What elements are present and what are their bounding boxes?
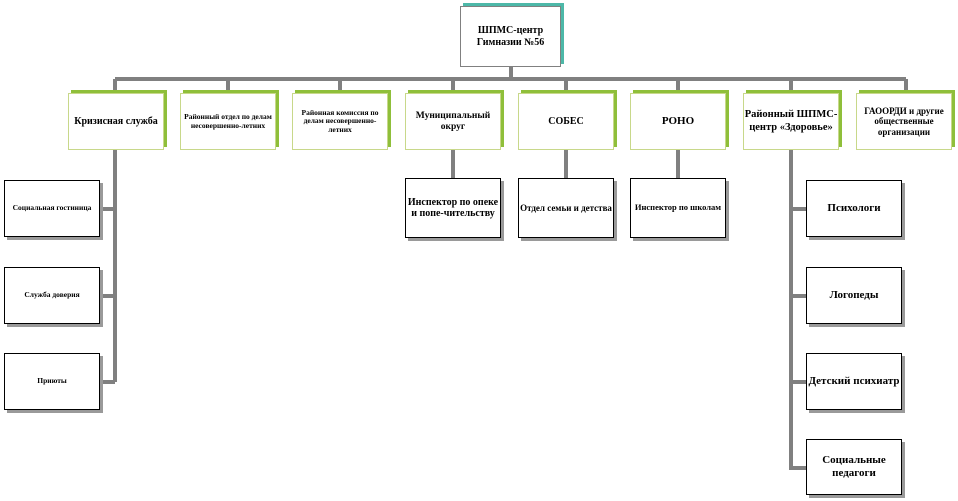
node-label: Детский психиатр bbox=[808, 375, 900, 388]
node-schools-inspector: Инспектор по школам bbox=[630, 178, 726, 238]
node-label: Логопеды bbox=[829, 289, 879, 302]
node-label: Социальная гостиница bbox=[12, 203, 92, 213]
node-label: Инспектор по опеке и попе-чительству bbox=[407, 196, 499, 220]
branch-label: ГАООРДИ и другие общественные организаци… bbox=[864, 105, 944, 137]
branch-label: РОНО bbox=[661, 115, 695, 128]
node-guardianship-inspector: Инспектор по опеке и попе-чительству bbox=[405, 178, 501, 238]
node-psychologists: Психологи bbox=[806, 180, 902, 237]
branch-rono: РОНО bbox=[630, 93, 726, 150]
branch-label: Районный ШПМС-центр «Здоровье» bbox=[744, 109, 838, 133]
branch-health-center: Районный ШПМС-центр «Здоровье» bbox=[743, 93, 839, 150]
branch-gaoordi: ГАООРДИ и другие общественные организаци… bbox=[856, 93, 952, 150]
node-social-pedagogues: Социальные педагоги bbox=[806, 439, 902, 495]
node-label: Служба доверия bbox=[24, 290, 80, 300]
node-label: Приюты bbox=[37, 376, 67, 386]
node-speech-therapists: Логопеды bbox=[806, 267, 902, 324]
branch-label: СОБЕС bbox=[548, 115, 584, 127]
node-family-childhood-dept: Отдел семьи и детства bbox=[518, 178, 614, 238]
branch-crisis-service: Кризисная служба bbox=[68, 93, 164, 150]
node-label: Инспектор по школам bbox=[634, 202, 722, 213]
root-label: ШПМС-центр Гимназии №56 bbox=[476, 25, 545, 48]
node-social-hotel: Социальная гостиница bbox=[4, 180, 100, 237]
branch-label: Муниципальный округ bbox=[415, 110, 491, 132]
branch-district-commission: Районная комиссия по делам несовершенно-… bbox=[292, 93, 388, 150]
branch-sobes: СОБЕС bbox=[518, 93, 614, 150]
node-label: Психологи bbox=[827, 202, 881, 215]
node-helpline: Служба доверия bbox=[4, 267, 100, 324]
branch-label: Районный отдел по делам несовершенно-лет… bbox=[184, 111, 272, 130]
branch-label: Районная комиссия по делам несовершенно-… bbox=[301, 107, 379, 134]
node-label: Отдел семьи и детства bbox=[520, 202, 612, 213]
branch-municipal-district: Муниципальный округ bbox=[405, 93, 501, 150]
node-child-psychiatrist: Детский психиатр bbox=[806, 353, 902, 410]
node-shelters: Приюты bbox=[4, 353, 100, 410]
branch-label: Кризисная служба bbox=[74, 115, 158, 127]
root-node: ШПМС-центр Гимназии №56 bbox=[460, 6, 561, 67]
node-label: Социальные педагоги bbox=[822, 454, 886, 479]
branch-district-department: Районный отдел по делам несовершенно-лет… bbox=[180, 93, 276, 150]
